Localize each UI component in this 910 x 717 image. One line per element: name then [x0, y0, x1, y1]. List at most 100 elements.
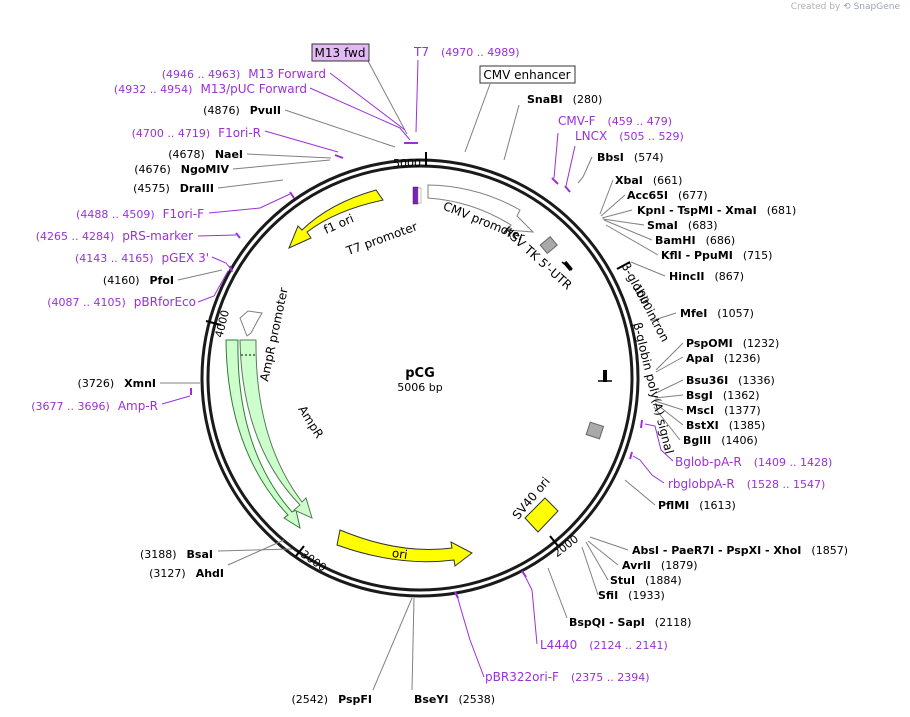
primer-amp-r[interactable]: Amp-R — [118, 399, 158, 413]
leader-sfii — [581, 546, 599, 596]
primer-lncx[interactable]: LNCX — [575, 129, 607, 143]
enzyme-avrii[interactable]: AvrII — [622, 559, 651, 572]
leader-naei — [246, 153, 332, 159]
ampr-promoter-arrow[interactable] — [239, 310, 263, 337]
primer-pbrforeco[interactable]: pBRforEco — [134, 295, 196, 309]
svg-text:(4265 .. 4284)pRS-marker: (4265 .. 4284)pRS-marker — [36, 229, 193, 243]
globin-polya-marker[interactable] — [598, 370, 612, 382]
primer-m13-forward[interactable]: M13 Forward — [248, 67, 326, 81]
leader-m13fwd — [367, 60, 408, 135]
tick-mark-1000 — [616, 261, 631, 270]
ori-arrow[interactable] — [336, 529, 473, 567]
leader-ahdi — [227, 539, 285, 566]
svg-text:(3127)AhdI: (3127)AhdI — [149, 567, 224, 580]
cmv-enhancer-mark[interactable] — [417, 187, 422, 204]
svg-text:PflMI(1613): PflMI(1613) — [658, 499, 736, 512]
leader-prs — [197, 234, 237, 237]
primer-l4440[interactable]: L4440 — [540, 638, 577, 652]
enzyme-xmni[interactable]: XmnI — [124, 377, 156, 390]
ampr-inner-arrow[interactable] — [225, 339, 301, 530]
svg-text:AvrII(1879): AvrII(1879) — [622, 559, 697, 572]
leader-bsai — [217, 548, 293, 552]
plasmid-name: pCG — [405, 366, 435, 381]
primer-prs-marker[interactable]: pRS-marker — [122, 229, 193, 243]
enzyme-msci[interactable]: MscI — [686, 404, 714, 417]
primer-rbglobpa-r[interactable]: rbglobpA-R — [668, 477, 735, 491]
enzyme-ngomiv[interactable]: NgoMIV — [181, 163, 230, 176]
enzyme-bbsi[interactable]: BbsI — [597, 151, 624, 164]
ampr-arrow[interactable] — [239, 339, 313, 519]
leader-m13puc — [309, 87, 411, 141]
leader-pspomi — [655, 342, 684, 371]
enzyme-naei[interactable]: NaeI — [215, 148, 243, 161]
enzyme-bsu36i[interactable]: Bsu36I — [686, 374, 728, 387]
enzyme-pflmi[interactable]: PflMI — [658, 499, 689, 512]
enzyme-hincii[interactable]: HincII — [669, 270, 705, 283]
primer-f1ori-f[interactable]: F1ori-F — [163, 207, 204, 221]
enzyme-mfei[interactable]: MfeI — [680, 307, 707, 320]
enzyme-kfli-ppumi[interactable]: KflI - PpuMI — [661, 249, 733, 262]
enzyme-pspfi[interactable]: PspFI — [338, 693, 372, 706]
enzyme-bstxi[interactable]: BstXI — [686, 419, 719, 432]
svg-text:(3677 .. 3696)Amp-R: (3677 .. 3696)Amp-R — [31, 399, 158, 413]
svg-text:KpnI - TspMI - XmaI(681): KpnI - TspMI - XmaI(681) — [637, 204, 796, 217]
t7-promoter-label: T7 promoter — [344, 219, 420, 258]
enzyme-sfii[interactable]: SfiI — [598, 589, 618, 602]
leader-bglobpar — [644, 423, 674, 462]
cmv-enhancer-box[interactable] — [479, 65, 576, 84]
svg-text:T7(4970 .. 4989): T7(4970 .. 4989) — [413, 45, 520, 59]
enzyme-bglii[interactable]: BglII — [683, 434, 711, 447]
tick-mark-3000 — [295, 545, 305, 557]
primer-m13-puc-forward[interactable]: M13/pUC Forward — [200, 82, 307, 96]
leader-pbrforeco — [197, 270, 229, 303]
enzyme-pfoi[interactable]: PfoI — [150, 274, 175, 287]
t7-promoter-mark[interactable] — [412, 186, 419, 205]
enzyme-bspqi-sapi[interactable]: BspQI - SapI — [569, 616, 645, 629]
svg-text:rbglobpA-R(1528 .. 1547): rbglobpA-R(1528 .. 1547) — [668, 477, 825, 491]
globin-intron-marker[interactable] — [561, 260, 573, 272]
svg-text:pBR322ori-F(2375 .. 2394): pBR322ori-F(2375 .. 2394) — [485, 670, 650, 684]
enzyme-apai[interactable]: ApaI — [686, 352, 714, 365]
primer-cmv-f[interactable]: CMV-F — [558, 114, 596, 128]
enzyme-bsgi[interactable]: BsgI — [686, 389, 713, 402]
enzyme-draiii[interactable]: DraIII — [180, 182, 214, 195]
leader-ampr-primer — [161, 395, 191, 405]
leader-ngomiv — [232, 159, 331, 170]
enzyme-pvuii[interactable]: PvuII — [250, 104, 281, 117]
primer-pgex3[interactable]: pGEX 3' — [162, 251, 209, 265]
f1-ori-arrow[interactable] — [288, 189, 384, 249]
leader-pvuii — [284, 109, 396, 148]
sv40-ori-feature[interactable] — [524, 497, 559, 533]
enzyme-ahdi[interactable]: AhdI — [196, 567, 224, 580]
m13-fwd-box[interactable] — [311, 43, 370, 62]
primer-pbr322ori-f[interactable]: pBR322ori-F — [485, 670, 559, 684]
enzyme-snabi[interactable]: SnaBI — [527, 93, 563, 106]
enzyme-stui[interactable]: StuI — [610, 574, 635, 587]
svg-text:(2542)PspFI: (2542)PspFI — [292, 693, 372, 706]
primer-tick-bglob — [640, 419, 643, 429]
backbone-inner-strand — [206, 164, 634, 592]
enzyme-acc65i[interactable]: Acc65I — [627, 189, 668, 202]
svg-text:(4700 .. 4719)F1ori-R: (4700 .. 4719)F1ori-R — [132, 126, 261, 140]
enzyme-bsai[interactable]: BsaI — [187, 548, 213, 561]
cmv-enhancer-label: CMV enhancer — [483, 68, 570, 82]
cmv-promoter-arrow[interactable] — [427, 184, 535, 233]
enzyme-smai[interactable]: SmaI — [647, 219, 678, 232]
svg-text:SmaI(683): SmaI(683) — [647, 219, 718, 232]
svg-text:ApaI(1236): ApaI(1236) — [686, 352, 760, 365]
enzyme-xhoi-group[interactable]: AbsI - PaeR7I - PspXI - XhoI — [632, 544, 801, 557]
enzyme-xbai[interactable]: XbaI — [615, 174, 643, 187]
enzyme-bamhi[interactable]: BamHI — [655, 234, 696, 247]
svg-text:(4932 .. 4954)M13/pUC Forward: (4932 .. 4954)M13/pUC Forward — [114, 82, 307, 96]
primer-bglob-pa-r[interactable]: Bglob-pA-R — [675, 455, 742, 469]
primer-f1ori-r[interactable]: F1ori-R — [218, 126, 261, 140]
globin-polya-feature[interactable] — [585, 421, 605, 440]
features — [225, 184, 612, 567]
primer-t7[interactable]: T7 — [413, 45, 429, 59]
hsv-tk-utr-feature[interactable] — [539, 235, 558, 255]
enzyme-kpni-tspmi-xmai[interactable]: KpnI - TspMI - XmaI — [637, 204, 757, 217]
leader-cmv-enhancer — [464, 83, 491, 153]
enzyme-bseyi[interactable]: BseYI — [414, 693, 448, 706]
enzyme-pspomi[interactable]: PspOMI — [686, 337, 733, 350]
ampr-label: AmpR — [295, 403, 326, 441]
